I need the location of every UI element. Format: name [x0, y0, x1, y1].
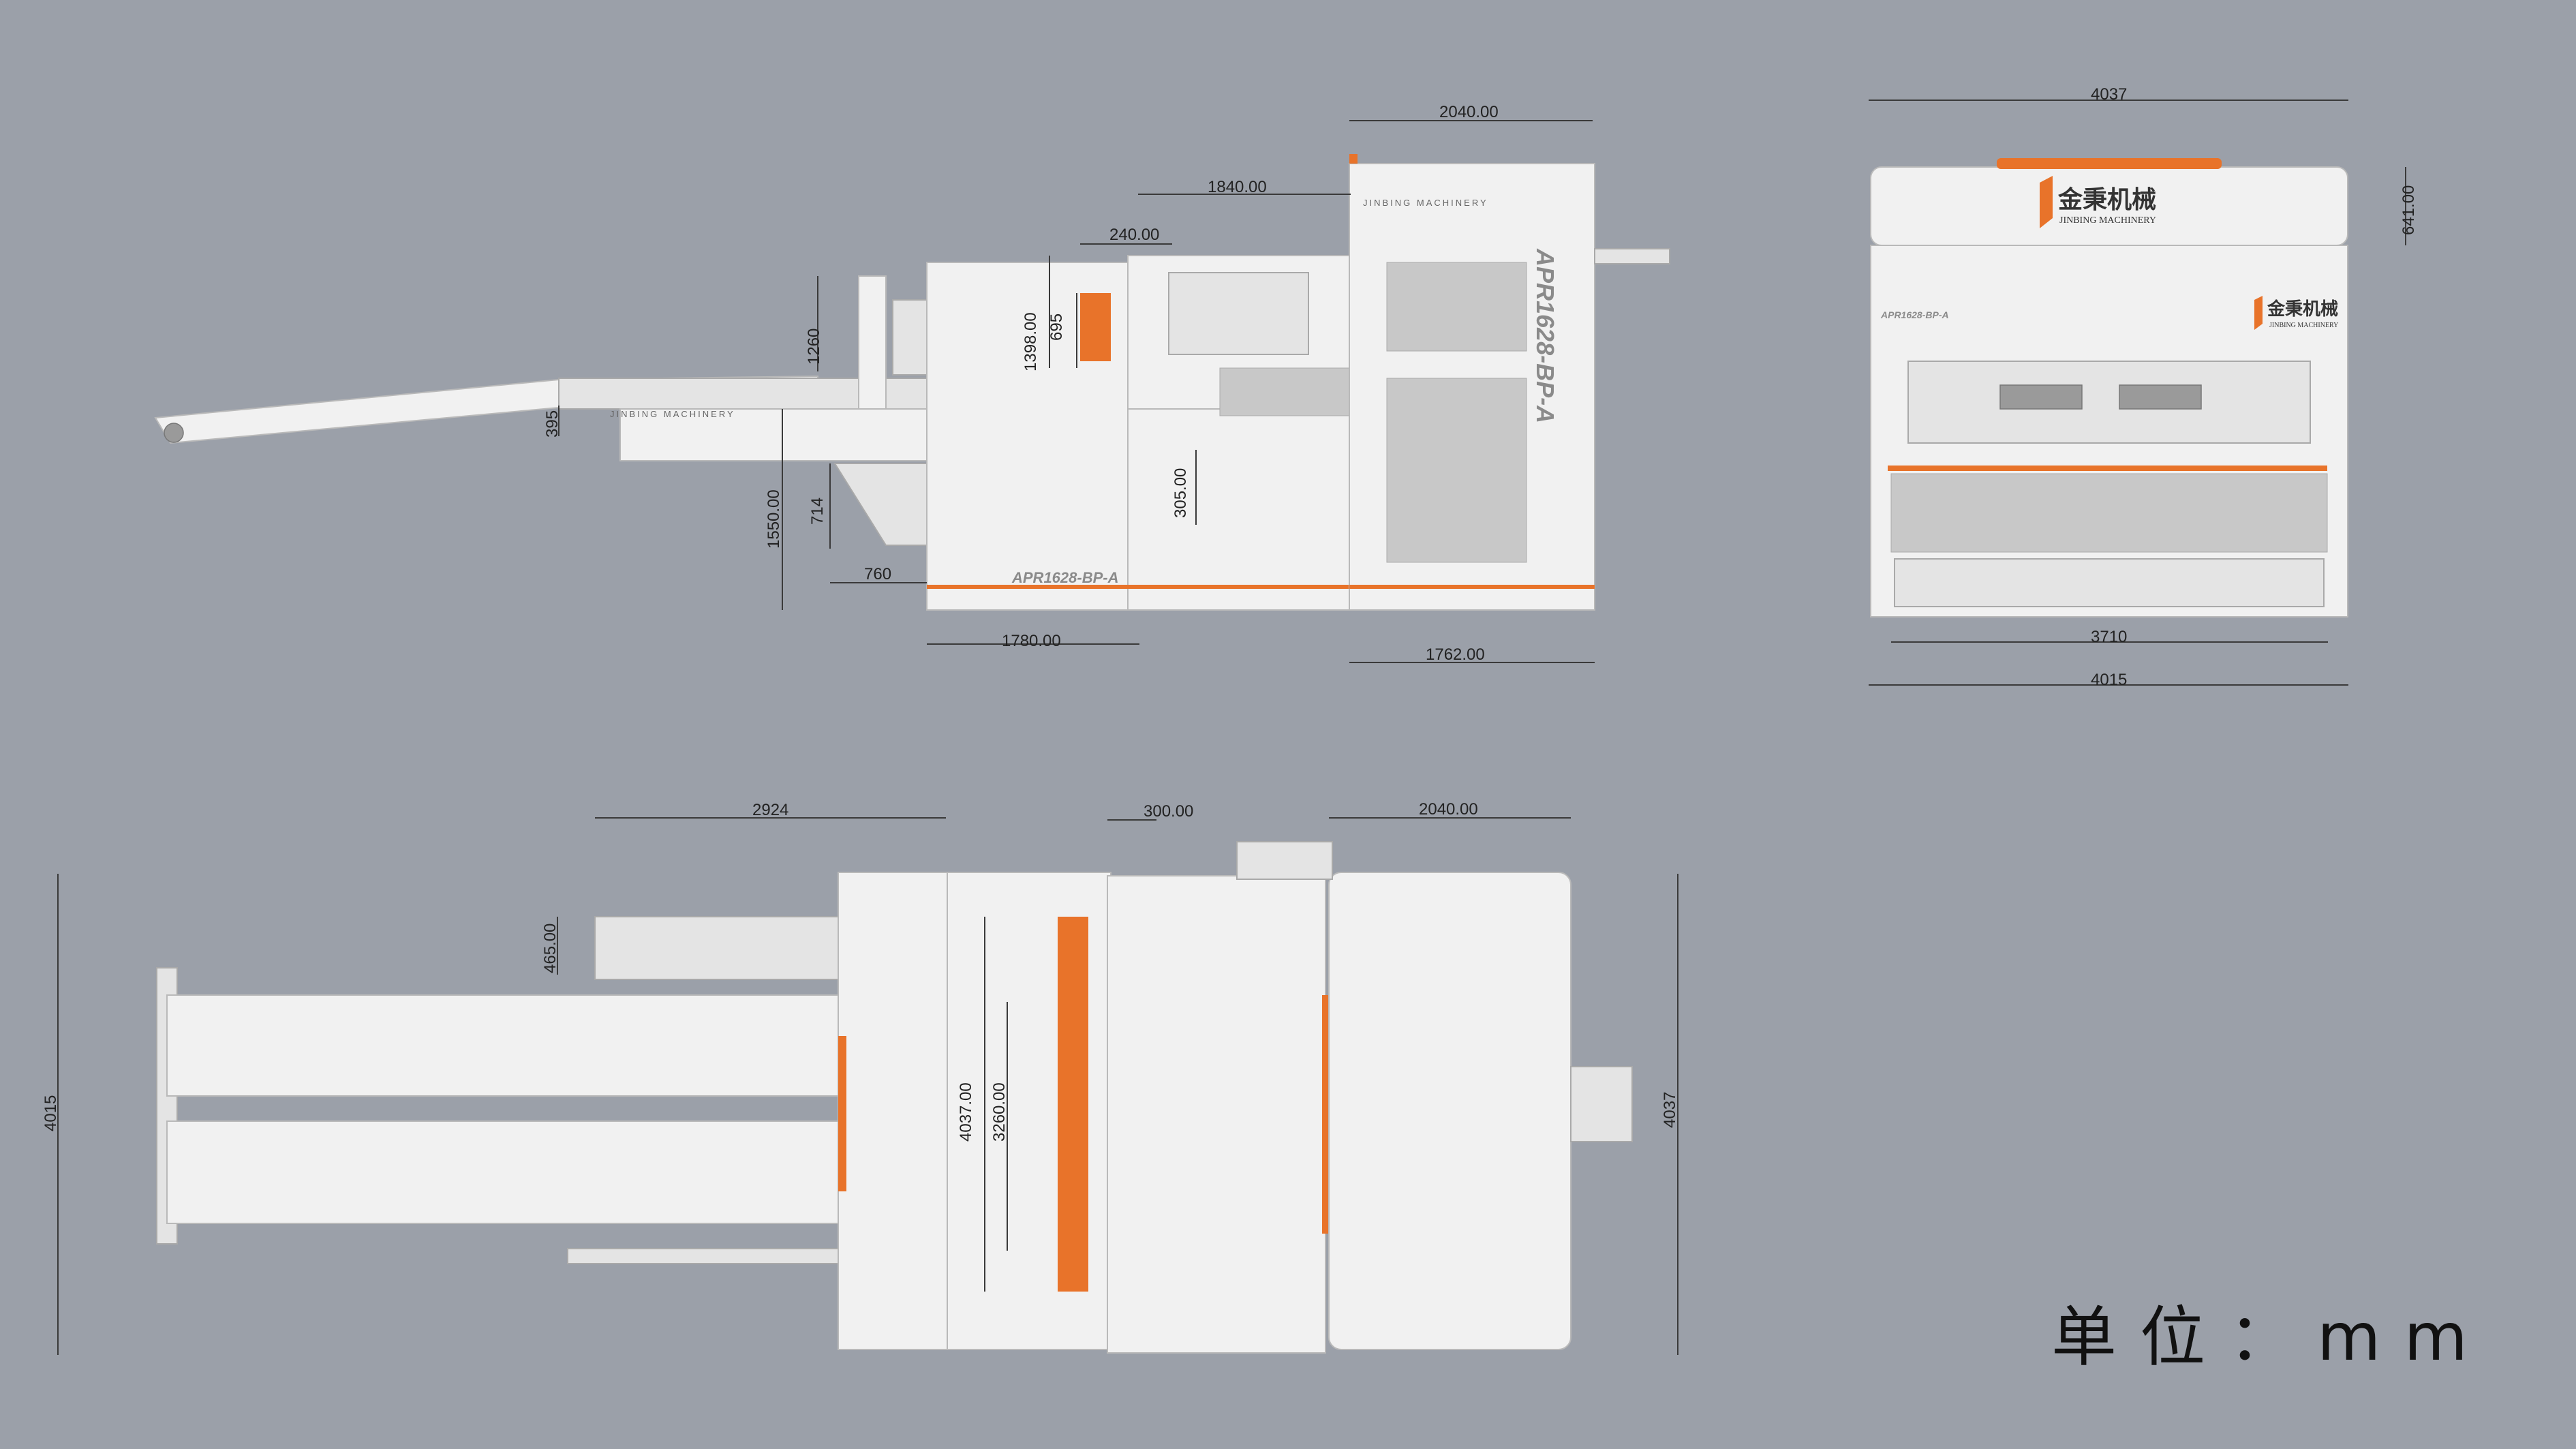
side-view: JINBING MACHINERY APR1628-BP-A JINBING M… — [154, 103, 1670, 664]
top-orange-plate — [1058, 917, 1088, 1292]
dim-1398: 1398.00 — [1022, 312, 1040, 371]
front-brand-en: JINBING MACHINERY — [2059, 215, 2156, 226]
dim-1780: 1780.00 — [1002, 632, 1061, 650]
dim-front-4015: 4015 — [2091, 671, 2127, 689]
dim-1260: 1260 — [805, 329, 823, 365]
front-mesh-panel — [1890, 473, 2328, 553]
top-orange-left — [838, 1036, 846, 1191]
front-logo-mark — [2040, 176, 2053, 228]
dim-695: 695 — [1047, 314, 1066, 341]
top-view: 2924 300.00 2040.00 465.00 4015 4037.00 … — [42, 800, 1679, 1355]
feeder-brand-plate: JINBING MACHINERY — [610, 409, 735, 419]
front-roller-right — [2119, 384, 2202, 410]
arm-roller — [164, 423, 184, 443]
feeder-hopper — [833, 463, 927, 546]
front-brand-cn: 金秉机械 — [2057, 185, 2156, 214]
front-logo-mark-small — [2254, 296, 2263, 330]
dim-front-3710: 3710 — [2091, 628, 2127, 646]
dim-top-4015: 4015 — [42, 1095, 60, 1131]
dim-top-3260: 3260.00 — [990, 1082, 1009, 1142]
dim-top-2924: 2924 — [752, 801, 788, 819]
control-window — [1168, 272, 1309, 355]
top-feeder-head — [594, 916, 858, 980]
top-orange-tab — [1349, 154, 1358, 164]
dim-front-4037: 4037 — [2091, 85, 2127, 104]
vertical-model-label: APR1628-BP-A — [1531, 248, 1559, 423]
main-body-lower — [1127, 408, 1353, 611]
dim-2040-side: 2040.00 — [1439, 103, 1499, 121]
top-belt-lower — [166, 1120, 839, 1224]
dim-240: 240.00 — [1109, 226, 1159, 244]
front-brand-cn-small: 金秉机械 — [2267, 299, 2338, 320]
cabinet-brand-plate: JINBING MACHINERY — [1363, 198, 1488, 208]
dim-1550: 1550.00 — [765, 489, 783, 549]
top-motor — [1236, 841, 1333, 880]
unit-label: 单位：mm — [2051, 1299, 2491, 1375]
orange-marker-side — [1080, 293, 1111, 361]
front-view: 金秉机械 JINBING MACHINERY APR1628-BP-A 金秉机械… — [1869, 85, 2418, 689]
output-arm — [1594, 248, 1670, 264]
dim-top-4037a: 4037.00 — [957, 1082, 975, 1142]
dim-1840: 1840.00 — [1208, 178, 1267, 196]
dim-top-465: 465.00 — [541, 924, 559, 973]
top-main-table — [1107, 875, 1326, 1354]
front-brand-en-small: JINBING MACHINERY — [2269, 322, 2338, 329]
front-orange-bar — [1888, 466, 2327, 471]
dim-305: 305.00 — [1171, 468, 1190, 518]
top-belt-upper — [166, 994, 839, 1097]
mesh-panel-upper — [1386, 262, 1527, 352]
top-cabinet — [1328, 872, 1571, 1350]
orange-stripe-right — [1349, 585, 1595, 589]
feeder-base-rail — [619, 408, 941, 461]
dim-1762: 1762.00 — [1426, 645, 1485, 664]
front-orange-top — [1997, 158, 2222, 169]
top-transfer-block — [838, 872, 948, 1350]
mesh-panel-left — [1219, 367, 1350, 416]
top-output-shaft — [1570, 1066, 1633, 1142]
dim-395: 395 — [543, 410, 562, 438]
dim-714: 714 — [808, 498, 827, 525]
dim-760: 760 — [864, 565, 891, 583]
feeder-mast — [858, 275, 887, 410]
orange-stripe-left — [927, 585, 1349, 589]
front-roller-left — [1999, 384, 2083, 410]
top-feeder-rail — [567, 1248, 841, 1264]
side-model-label: APR1628-BP-A — [1011, 569, 1119, 586]
dim-front-641: 641.00 — [2399, 185, 2418, 235]
front-base — [1894, 558, 2325, 607]
dim-top-2040: 2040.00 — [1419, 800, 1478, 819]
front-model-label: APR1628-BP-A — [1880, 309, 1949, 320]
dim-top-300: 300.00 — [1144, 802, 1193, 821]
front-mechanism — [1907, 361, 2311, 444]
dim-top-4037: 4037 — [1661, 1092, 1679, 1128]
mesh-panel-lower — [1386, 378, 1527, 563]
